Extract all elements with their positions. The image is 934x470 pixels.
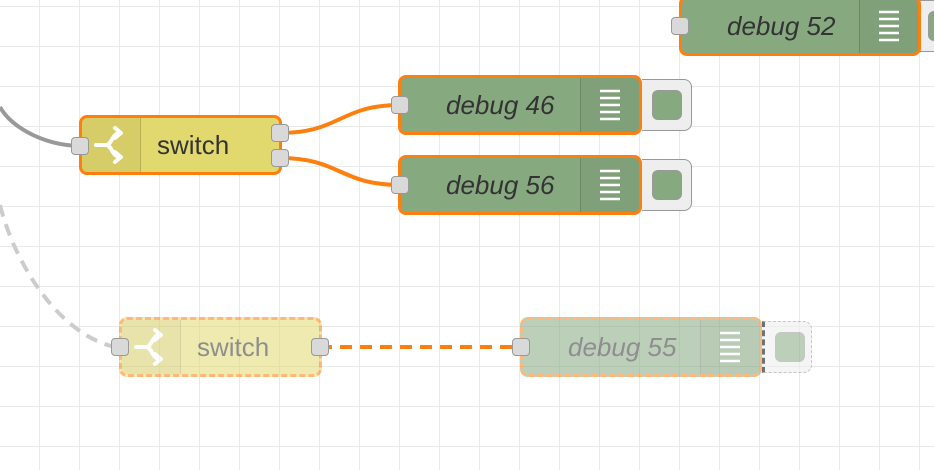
debug-52-enable-button[interactable]: [928, 11, 934, 41]
switch-label: switch: [157, 129, 230, 160]
debug-56-input-port[interactable]: [391, 176, 409, 194]
wire-incoming-switch[interactable]: [0, 105, 81, 148]
debug-52-toggle[interactable]: [918, 0, 934, 52]
switch-input-port[interactable]: [71, 137, 89, 155]
switch-icon-box: [82, 118, 141, 172]
disabled-switch-input-port[interactable]: [111, 338, 129, 356]
wire-switch-to-debug-56[interactable]: [279, 156, 401, 187]
debug-46-label: debug 46: [446, 89, 555, 120]
debug-46-node[interactable]: debug 46: [398, 75, 642, 135]
wire-switch-to-debug-46[interactable]: [279, 103, 401, 135]
debug-52-label: debug 52: [727, 10, 836, 41]
disabled-switch-output-port[interactable]: [311, 338, 329, 356]
debug-46-icon-box: [580, 78, 639, 132]
debug-52-input-port[interactable]: [671, 17, 689, 35]
debug-list-icon: [600, 169, 620, 201]
debug-56-toggle[interactable]: [642, 159, 692, 211]
debug-55-label: debug 55: [568, 331, 677, 362]
debug-46-input-port[interactable]: [391, 96, 409, 114]
debug-55-node[interactable]: debug 55: [520, 317, 762, 377]
debug-56-icon-box: [580, 158, 639, 212]
switch-node[interactable]: switch: [79, 115, 282, 175]
switch-output-port-2[interactable]: [271, 149, 289, 167]
switch-output-port-1[interactable]: [271, 124, 289, 142]
debug-52-icon-box: [859, 0, 918, 53]
debug-list-icon: [600, 89, 620, 121]
debug-55-icon-box: [700, 320, 759, 374]
disabled-switch-node[interactable]: switch: [119, 317, 322, 377]
debug-56-enable-button[interactable]: [652, 170, 682, 200]
debug-56-label: debug 56: [446, 169, 555, 200]
debug-52-node[interactable]: debug 52: [679, 0, 921, 56]
debug-55-enable-button[interactable]: [775, 332, 805, 362]
debug-56-node[interactable]: debug 56: [398, 155, 642, 215]
disabled-switch-label: switch: [197, 331, 270, 362]
disabled-switch-icon-box: [122, 320, 181, 374]
switch-icon: [134, 328, 163, 366]
debug-list-icon: [879, 10, 899, 42]
wire-incoming-disabled-switch[interactable]: [0, 204, 116, 349]
switch-icon: [94, 126, 123, 164]
debug-46-enable-button[interactable]: [652, 90, 682, 120]
debug-46-toggle[interactable]: [642, 79, 692, 131]
debug-55-toggle[interactable]: [762, 321, 812, 373]
debug-list-icon: [720, 331, 740, 363]
debug-55-input-port[interactable]: [512, 338, 530, 356]
